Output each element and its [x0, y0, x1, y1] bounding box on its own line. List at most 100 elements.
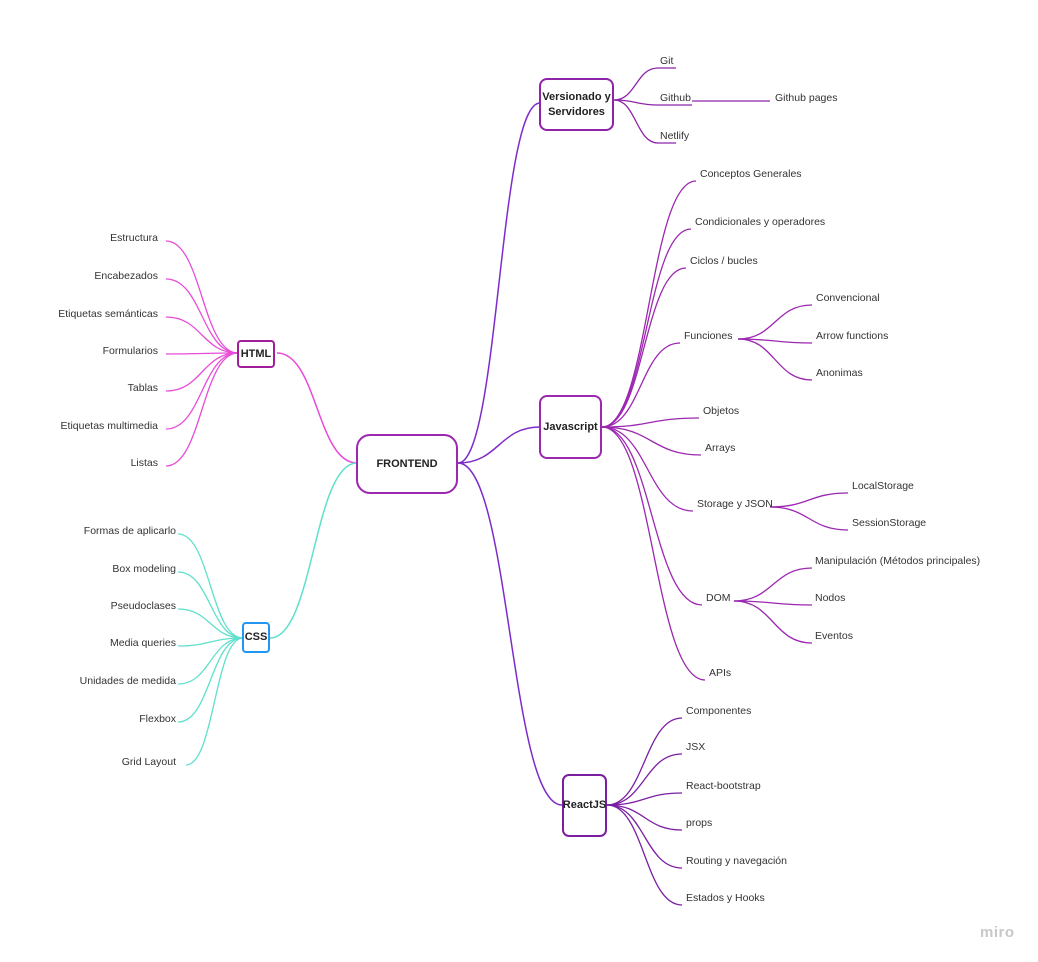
- edge-javascript-1: [601, 228, 692, 428]
- edge-funciones-1: [737, 338, 813, 344]
- connector-lines: [165, 67, 849, 906]
- funciones-subitem[interactable]: Convencional: [816, 292, 880, 304]
- edge-javascript-5: [601, 426, 702, 456]
- edge-javascript-2: [601, 267, 687, 428]
- html-item[interactable]: Etiquetas multimedia: [60, 420, 158, 432]
- edge-react-2: [606, 792, 683, 806]
- edge-react-1: [606, 753, 683, 806]
- edge-storage-1: [769, 506, 849, 531]
- edge-versionado-0: [613, 67, 659, 101]
- javascript-item[interactable]: Objetos: [703, 405, 740, 417]
- central-node-frontend[interactable]: FRONTEND: [356, 434, 458, 494]
- css-item[interactable]: Formas de aplicarlo: [83, 525, 176, 537]
- edge-dom-0: [733, 567, 813, 602]
- javascript-item[interactable]: Storage y JSON: [697, 498, 773, 510]
- javascript-item[interactable]: Condicionales y operadores: [695, 216, 826, 228]
- edge-javascript-0: [601, 180, 697, 428]
- versionado-item[interactable]: Github: [660, 92, 691, 104]
- node-javascript[interactable]: Javascript: [539, 395, 602, 459]
- node-javascript-label: Javascript: [543, 420, 598, 433]
- edge-html-5: [165, 352, 239, 430]
- javascript-item[interactable]: APIs: [709, 667, 732, 679]
- edge-html-6: [165, 352, 239, 467]
- node-react[interactable]: ReactJS: [562, 774, 607, 837]
- edge-funciones-2: [737, 338, 813, 381]
- javascript-item[interactable]: Funciones: [684, 330, 733, 342]
- funciones-subitem[interactable]: Anonimas: [816, 367, 863, 379]
- versionado-item[interactable]: Netlify: [660, 130, 690, 142]
- dom-subitem[interactable]: Eventos: [815, 630, 853, 642]
- edge-html-2: [165, 316, 239, 354]
- versionado-subitem[interactable]: Github pages: [775, 92, 838, 104]
- storage-subitem[interactable]: SessionStorage: [852, 517, 927, 529]
- edge-javascript-3: [601, 342, 681, 428]
- react-item[interactable]: React-bootstrap: [686, 780, 761, 792]
- edge-react-4: [606, 804, 683, 869]
- react-item[interactable]: JSX: [686, 741, 706, 753]
- html-item[interactable]: Etiquetas semánticas: [58, 308, 158, 320]
- edge-funciones-0: [737, 304, 813, 340]
- javascript-item[interactable]: Ciclos / bucles: [690, 255, 758, 267]
- edge-html-4: [165, 352, 239, 392]
- edge-css-0: [177, 533, 244, 639]
- node-versionado-label: Versionado y Servidores: [542, 90, 611, 118]
- edge-javascript-7: [601, 426, 703, 606]
- node-html-label: HTML: [240, 347, 272, 360]
- html-item[interactable]: Tablas: [127, 382, 158, 394]
- node-css-label: CSS: [244, 631, 268, 643]
- node-css[interactable]: CSS: [242, 622, 270, 653]
- edge-javascript-4: [601, 417, 700, 428]
- edge-javascript-6: [601, 426, 694, 512]
- edge-react-0: [606, 717, 683, 806]
- edge-frontend-versionado: [457, 102, 541, 464]
- edge-frontend-react: [457, 462, 563, 806]
- css-item[interactable]: Box modeling: [112, 563, 176, 575]
- edge-react-5: [606, 804, 683, 906]
- node-react-label: ReactJS: [562, 799, 607, 811]
- react-item[interactable]: Routing y navegación: [686, 855, 787, 867]
- edge-frontend-javascript: [457, 426, 541, 464]
- edge-html-0: [165, 240, 239, 354]
- edge-frontend-html: [276, 352, 358, 464]
- css-item[interactable]: Media queries: [110, 637, 176, 649]
- edge-react-3: [606, 804, 683, 831]
- dom-subitem[interactable]: Manipulación (Métodos principales): [815, 555, 981, 567]
- css-item[interactable]: Grid Layout: [121, 756, 176, 768]
- react-item[interactable]: Componentes: [686, 705, 752, 717]
- javascript-item[interactable]: Arrays: [705, 442, 736, 454]
- edge-css-5: [177, 637, 244, 723]
- html-item[interactable]: Formularios: [102, 345, 158, 357]
- react-item[interactable]: props: [686, 817, 713, 829]
- edge-versionado-1: [613, 99, 659, 106]
- edge-css-1: [177, 571, 244, 639]
- css-item[interactable]: Unidades de medida: [79, 675, 176, 687]
- dom-subitem[interactable]: Nodos: [815, 592, 846, 604]
- central-node-frontend-label: FRONTEND: [376, 457, 438, 470]
- versionado-item[interactable]: Git: [660, 55, 674, 67]
- javascript-item[interactable]: DOM: [706, 592, 731, 604]
- edge-dom-2: [733, 600, 813, 644]
- edge-storage-0: [769, 492, 849, 508]
- edge-html-1: [165, 278, 239, 354]
- edge-dom-1: [733, 600, 813, 606]
- edge-javascript-8: [601, 426, 706, 681]
- miro-watermark: miro: [980, 924, 1015, 941]
- edge-css-3: [177, 637, 244, 647]
- css-item[interactable]: Pseudoclases: [110, 600, 176, 612]
- javascript-item[interactable]: Conceptos Generales: [700, 168, 802, 180]
- edge-html-3: [165, 352, 239, 355]
- edge-versionado-2: [613, 99, 659, 144]
- html-item[interactable]: Encabezados: [94, 270, 158, 282]
- node-versionado[interactable]: Versionado y Servidores: [539, 78, 614, 131]
- funciones-subitem[interactable]: Arrow functions: [816, 330, 889, 342]
- edge-css-4: [177, 637, 244, 685]
- html-item[interactable]: Estructura: [110, 232, 158, 244]
- react-item[interactable]: Estados y Hooks: [686, 892, 765, 904]
- html-item[interactable]: Listas: [130, 457, 158, 469]
- node-html[interactable]: HTML: [237, 340, 275, 368]
- css-item[interactable]: Flexbox: [139, 713, 176, 725]
- storage-subitem[interactable]: LocalStorage: [852, 480, 914, 492]
- edge-frontend-css: [269, 462, 358, 639]
- edge-css-2: [177, 608, 244, 639]
